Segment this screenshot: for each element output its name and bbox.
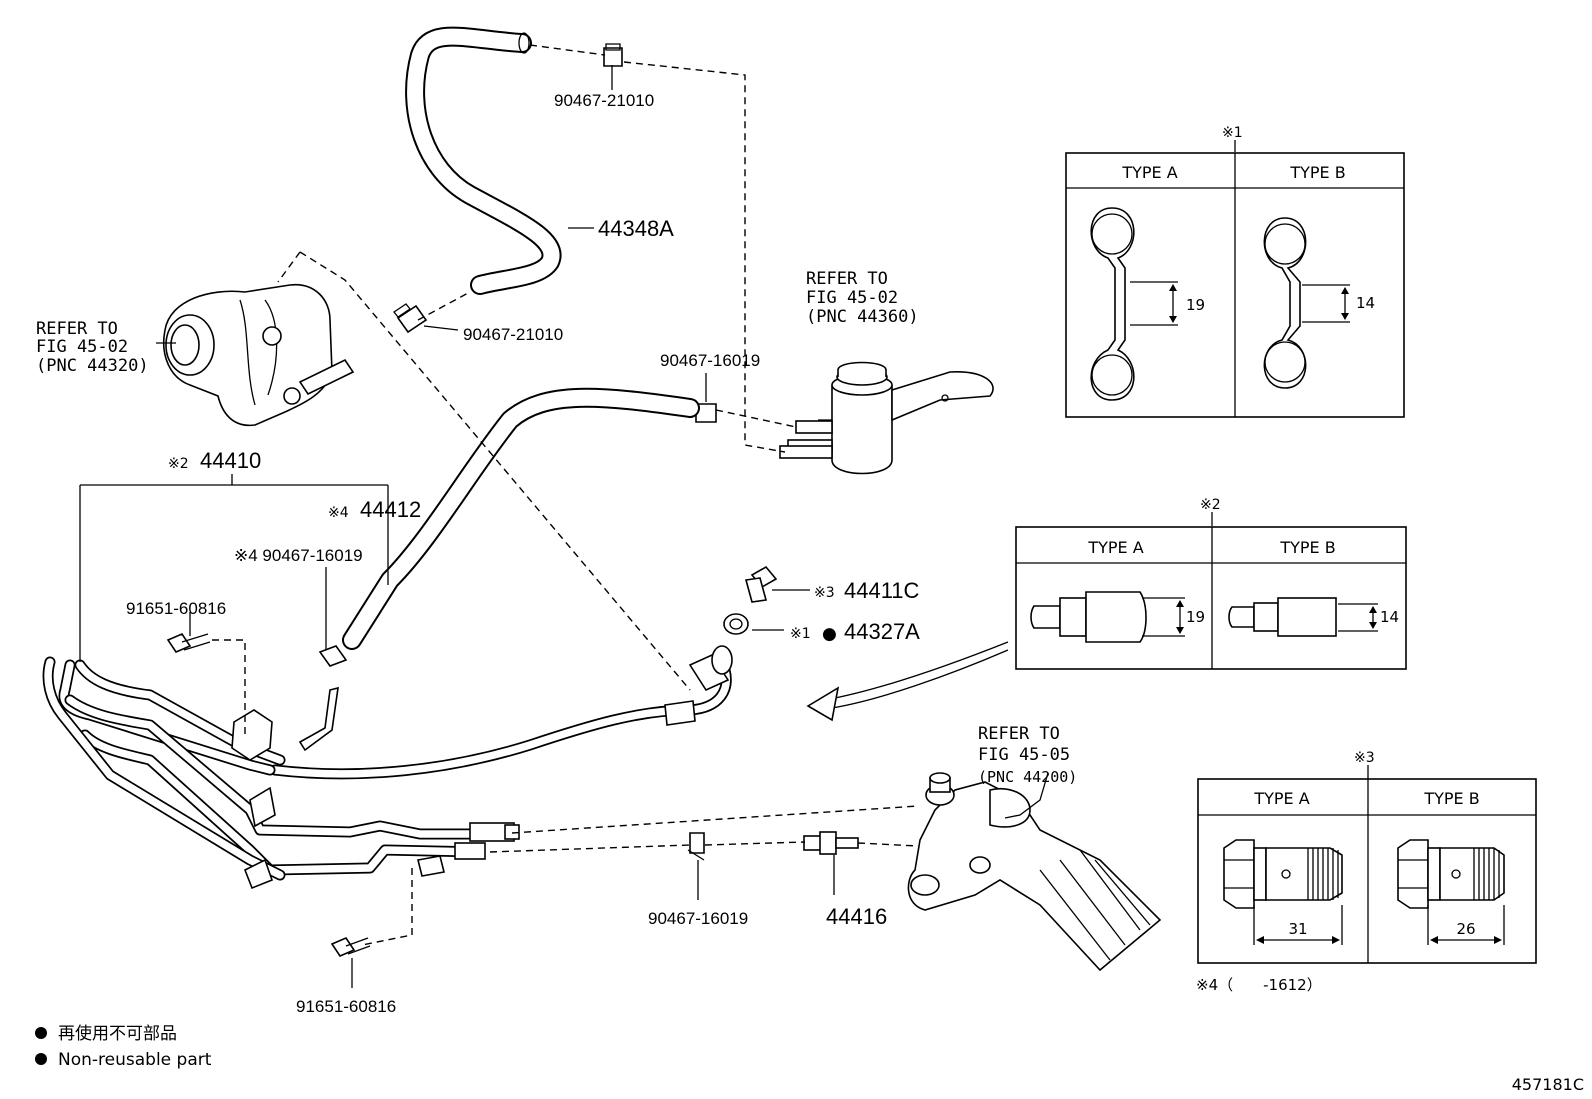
label-44411c: 44411C <box>844 578 920 603</box>
tube-assy-44410 <box>42 645 733 890</box>
inset-3: ※3 TYPE A TYPE B 31 <box>1196 750 1537 994</box>
svg-text:(PNC 44200): (PNC 44200) <box>978 768 1077 786</box>
clamp-upper <box>603 43 623 67</box>
inset-1-mark: ※1 <box>1222 125 1243 141</box>
inset-2-type-a: TYPE A <box>1087 538 1143 557</box>
svg-text:FIG 45-05: FIG 45-05 <box>978 745 1070 765</box>
return-hose-44348a <box>405 26 562 295</box>
dim-26: 26 <box>1456 920 1475 938</box>
leader-lines <box>79 65 1049 988</box>
legend-bullet-1 <box>35 1027 47 1039</box>
svg-text:REFER TO: REFER TO <box>978 724 1060 744</box>
label-bolt-upper: 91651-60816 <box>126 599 226 618</box>
power-steering-pump <box>163 283 355 427</box>
inset-3-type-b: TYPE B <box>1423 789 1479 808</box>
label-44410: 44410 <box>200 448 261 473</box>
label-clamp-mid: 90467-21010 <box>463 325 563 344</box>
bolt-type-b: 26 <box>1397 839 1505 945</box>
svg-text:FIG 45-02: FIG 45-02 <box>36 337 128 357</box>
tube-type-a: 19 <box>1030 591 1205 643</box>
label-clamp-reservoir: 90467-16019 <box>660 351 760 370</box>
gasket-44327a <box>723 613 749 635</box>
gasket-type-a: 19 <box>1090 207 1205 401</box>
inset-2-type-b: TYPE B <box>1279 538 1335 557</box>
clamp-mid <box>393 303 428 334</box>
svg-text:FIG 45-02: FIG 45-02 <box>806 288 898 308</box>
union-44416 <box>803 831 859 855</box>
ref-pump: REFER TO FIG 45-02 (PNC 44320) <box>36 319 149 376</box>
dim-14-b: 14 <box>1356 294 1375 312</box>
label-44416: 44416 <box>826 904 887 929</box>
legend: 再使用不可部品 Non-reusable part <box>35 1023 212 1070</box>
dim-14-tube-b: 14 <box>1380 608 1399 626</box>
svg-text:(PNC 44360): (PNC 44360) <box>806 307 919 327</box>
dim-31: 31 <box>1288 920 1307 938</box>
gasket-type-b: 14 <box>1263 217 1375 389</box>
dashed-leaders <box>212 44 919 946</box>
bolt-type-a: 31 <box>1223 839 1343 945</box>
clamp-44412 <box>318 645 348 667</box>
ref-gear: REFER TO FIG 45-05 (PNC 44200) <box>978 724 1077 786</box>
svg-text:REFER TO: REFER TO <box>36 319 118 339</box>
inset-1-type-a: TYPE A <box>1121 163 1177 182</box>
label-44412: 44412 <box>360 497 421 522</box>
diagram-id: 457181C <box>1512 1075 1584 1094</box>
label-bolt-lower: 91651-60816 <box>296 997 396 1016</box>
legend-en: Non-reusable part <box>58 1050 212 1070</box>
bolt-lower <box>330 937 371 957</box>
inset-1-type-b: TYPE B <box>1289 163 1345 182</box>
inset-1: ※1 TYPE A TYPE B 19 14 <box>1065 125 1405 418</box>
union-bolt-44411c <box>744 565 778 603</box>
dim-19-a: 19 <box>1186 296 1205 314</box>
label-44327a-bullet: ● <box>822 624 837 644</box>
callout-arrow <box>806 641 1009 722</box>
label-44411c-mark: ※3 <box>814 585 835 601</box>
svg-text:(PNC 44320): (PNC 44320) <box>36 356 149 376</box>
bolt-upper <box>166 633 211 653</box>
legend-jp: 再使用不可部品 <box>58 1023 177 1044</box>
ref-reservoir: REFER TO FIG 45-02 (PNC 44360) <box>806 269 919 327</box>
label-clamp-44412: ※4 90467-16019 <box>234 546 363 565</box>
dim-19-tube-a: 19 <box>1186 608 1205 626</box>
inset-2-mark: ※2 <box>1200 497 1221 513</box>
inset-3-type-a: TYPE A <box>1253 789 1309 808</box>
note-4: ※4（ -1612） <box>1196 976 1322 994</box>
label-44412-mark: ※4 <box>328 505 349 521</box>
inset-3-mark: ※3 <box>1354 750 1375 766</box>
label-44327a: 44327A <box>844 619 920 644</box>
clamp-lower <box>687 832 705 861</box>
label-clamp-lower: 90467-16019 <box>648 909 748 928</box>
label-44327a-mark: ※1 <box>790 626 811 642</box>
supply-hose <box>342 387 700 650</box>
legend-bullet-2 <box>35 1053 47 1065</box>
steering-gear <box>907 772 1162 972</box>
reservoir <box>779 361 994 475</box>
label-44348a: 44348A <box>598 216 674 241</box>
svg-text:REFER TO: REFER TO <box>806 269 888 289</box>
tube-type-b: 14 <box>1228 597 1399 637</box>
label-clamp-upper: 90467-21010 <box>554 91 654 110</box>
labels: 90467-21010 44348A 90467-21010 90467-160… <box>36 91 1077 1016</box>
label-44410-mark: ※2 <box>168 456 189 472</box>
inset-2: ※2 TYPE A TYPE B 19 14 <box>1015 497 1407 670</box>
